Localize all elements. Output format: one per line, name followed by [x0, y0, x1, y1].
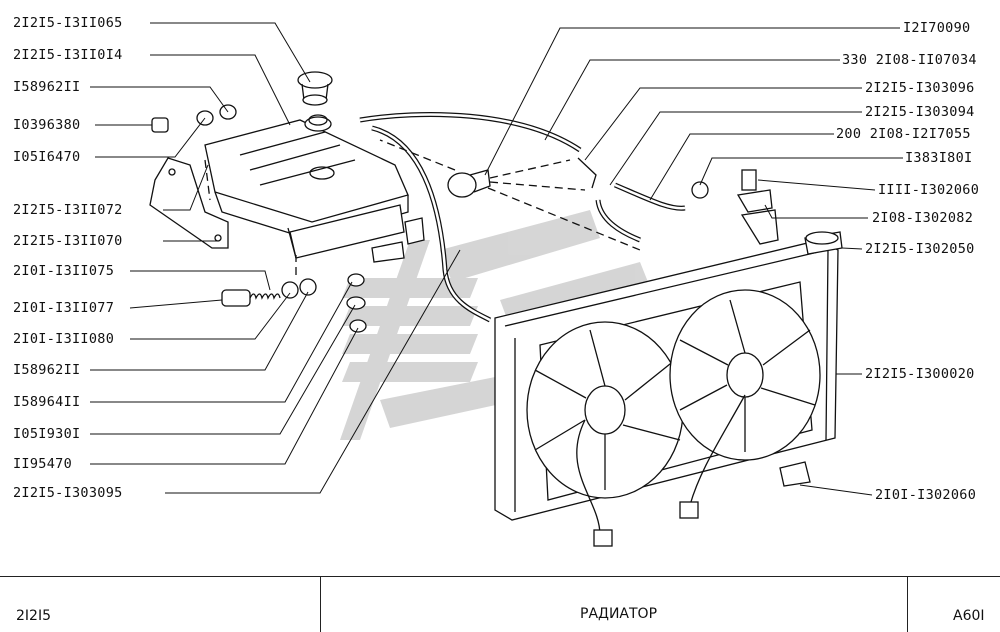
- fasteners-right: [691, 169, 811, 487]
- part-label: 2I2I5-I3II065: [13, 15, 123, 31]
- tank-cap: [297, 71, 333, 106]
- part-label: I2I70090: [903, 20, 971, 36]
- coolant-hoses: [359, 111, 686, 323]
- part-label: I58962II: [13, 362, 81, 378]
- footer-code: A60I: [953, 608, 985, 624]
- part-label: I0396380: [13, 117, 81, 133]
- thermo-valve: [447, 169, 491, 198]
- footer-title: РАДИАТОР: [580, 606, 658, 622]
- footer-border: [0, 576, 1000, 577]
- cooling-fans: [526, 289, 821, 547]
- part-label: 2I2I5-I303094: [865, 104, 975, 120]
- footer-divider: [320, 576, 321, 632]
- part-label: 2I2I5-I302050: [865, 241, 975, 257]
- part-label: 2I2I5-I3II072: [13, 202, 123, 218]
- part-label: 2I2I5-I3II070: [13, 233, 123, 249]
- part-label: 2I2I5-I303096: [865, 80, 975, 96]
- part-label: 2I0I-I302060: [875, 487, 977, 503]
- part-label: 2I0I-I3II075: [13, 263, 115, 279]
- part-label: 2I0I-I3II080: [13, 331, 115, 347]
- part-label: 2I2I5-I303095: [13, 485, 123, 501]
- part-label: I383I80I: [905, 150, 973, 166]
- part-label: 2I2I5-I300020: [865, 366, 975, 382]
- part-label: I05I930I: [13, 426, 81, 442]
- part-label: 2I08-I302082: [872, 210, 974, 226]
- part-label: I58964II: [13, 394, 81, 410]
- tank-bracket: [149, 157, 229, 249]
- fasteners-left: [152, 105, 367, 333]
- part-label: 330 2I08-II07034: [842, 52, 977, 68]
- footer-divider: [907, 576, 908, 632]
- part-label: I58962II: [13, 79, 81, 95]
- expansion-tank: [204, 114, 425, 263]
- part-label: IIII-I302060: [878, 182, 980, 198]
- part-label: I05I6470: [13, 149, 81, 165]
- part-label: 200 2I08-I2I7055: [836, 126, 971, 142]
- footer-model: 2I2I5: [16, 608, 51, 624]
- part-label: 2I0I-I3II077: [13, 300, 115, 316]
- leader-lines: [90, 22, 903, 496]
- assembly-arrows: [204, 139, 641, 275]
- part-label: II95470: [13, 456, 72, 472]
- part-label: 2I2I5-I3II0I4: [13, 47, 123, 63]
